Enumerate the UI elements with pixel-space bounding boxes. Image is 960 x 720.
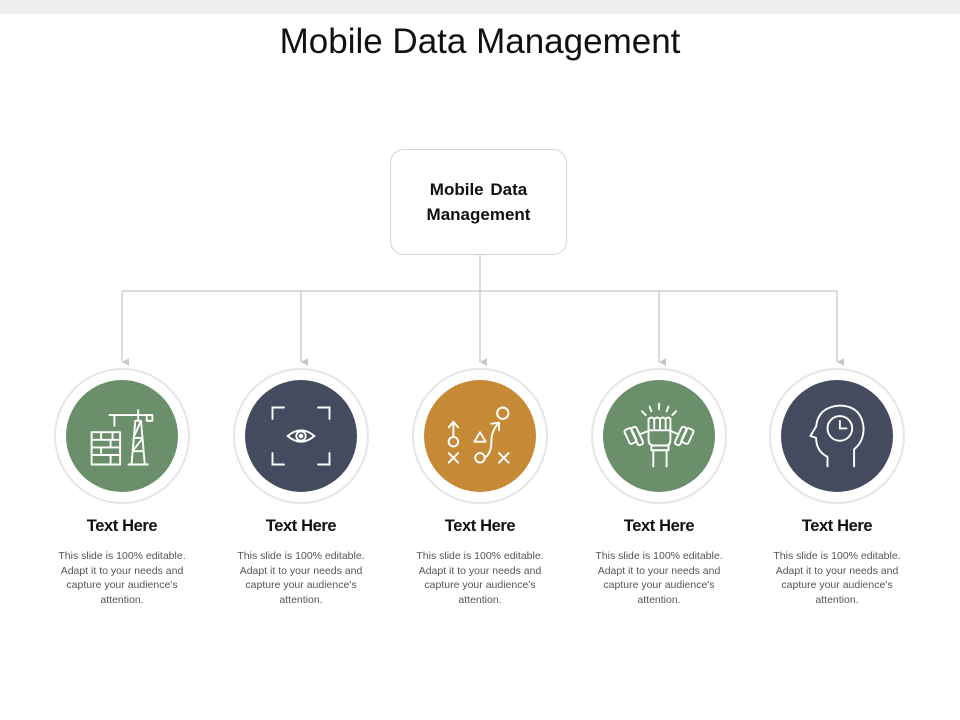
item-node-2 [233,368,369,504]
item-description-4: This slide is 100% editable. Adapt it to… [595,550,723,606]
node-disc [66,380,178,492]
top-bar [0,0,960,14]
item-heading-1: Text Here [86,517,158,535]
slide-title: Mobile Data Management [279,22,681,61]
item-description-5: This slide is 100% editable. Adapt it to… [773,550,901,606]
head-clock-icon [809,404,865,468]
root-node-label: Mobile Data Management [426,180,531,224]
node-disc [603,380,715,492]
item-description-3: This slide is 100% editable. Adapt it to… [416,550,544,606]
node-disc [245,380,357,492]
item-heading-4: Text Here [623,517,695,535]
item-node-4 [591,368,727,504]
item-node-1 [54,368,190,504]
item-node-3 [412,368,548,504]
item-description-2: This slide is 100% editable. Adapt it to… [237,550,365,606]
item-heading-3: Text Here [444,517,516,535]
fist-dumbbells-icon [623,402,695,468]
strategy-play-icon [447,406,510,464]
node-disc [424,380,536,492]
eye-focus-icon [271,406,331,466]
node-disc [781,380,893,492]
item-heading-2: Text Here [265,517,337,535]
construction-crane-bricks-icon [90,409,154,466]
item-node-5 [769,368,905,504]
root-node: Mobile Data Management [390,149,567,255]
item-description-1: This slide is 100% editable. Adapt it to… [58,550,186,606]
item-heading-5: Text Here [801,517,873,535]
